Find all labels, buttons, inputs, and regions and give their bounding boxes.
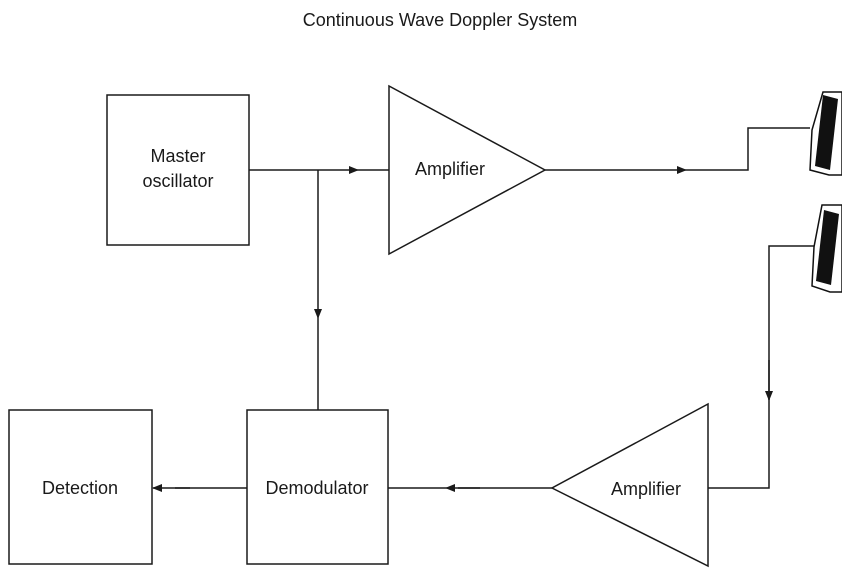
receive-amplifier-triangle [550, 402, 709, 568]
demodulator-block: Demodulator [246, 409, 389, 565]
receive-amplifier-block: Amplifier [550, 402, 709, 568]
master-oscillator-box [106, 94, 250, 246]
transmit-amplifier-label: Amplifier [415, 159, 485, 179]
receive-amplifier-label: Amplifier [611, 479, 681, 499]
detection-label: Detection [42, 478, 118, 498]
master-oscillator-block: Master oscillator [106, 94, 250, 246]
connector-transducer-to-amplifier [768, 245, 816, 400]
master-oscillator-label-line1: Master [150, 146, 205, 166]
transmit-transducer [809, 91, 842, 176]
transmit-transducer-face [815, 95, 838, 170]
connector-transducer-to-amplifier-tail [708, 400, 770, 489]
detection-block: Detection [8, 409, 153, 565]
master-oscillator-label-line2: oscillator [142, 171, 213, 191]
receive-transducer-face [816, 210, 839, 285]
connector-amplifier-to-transducer-tail [686, 127, 810, 171]
receive-transducer [811, 204, 842, 293]
demodulator-label: Demodulator [265, 478, 368, 498]
transmit-amplifier-block: Amplifier [388, 84, 547, 256]
signal-connectors [152, 127, 816, 492]
diagram-title: Continuous Wave Doppler System [303, 10, 577, 30]
